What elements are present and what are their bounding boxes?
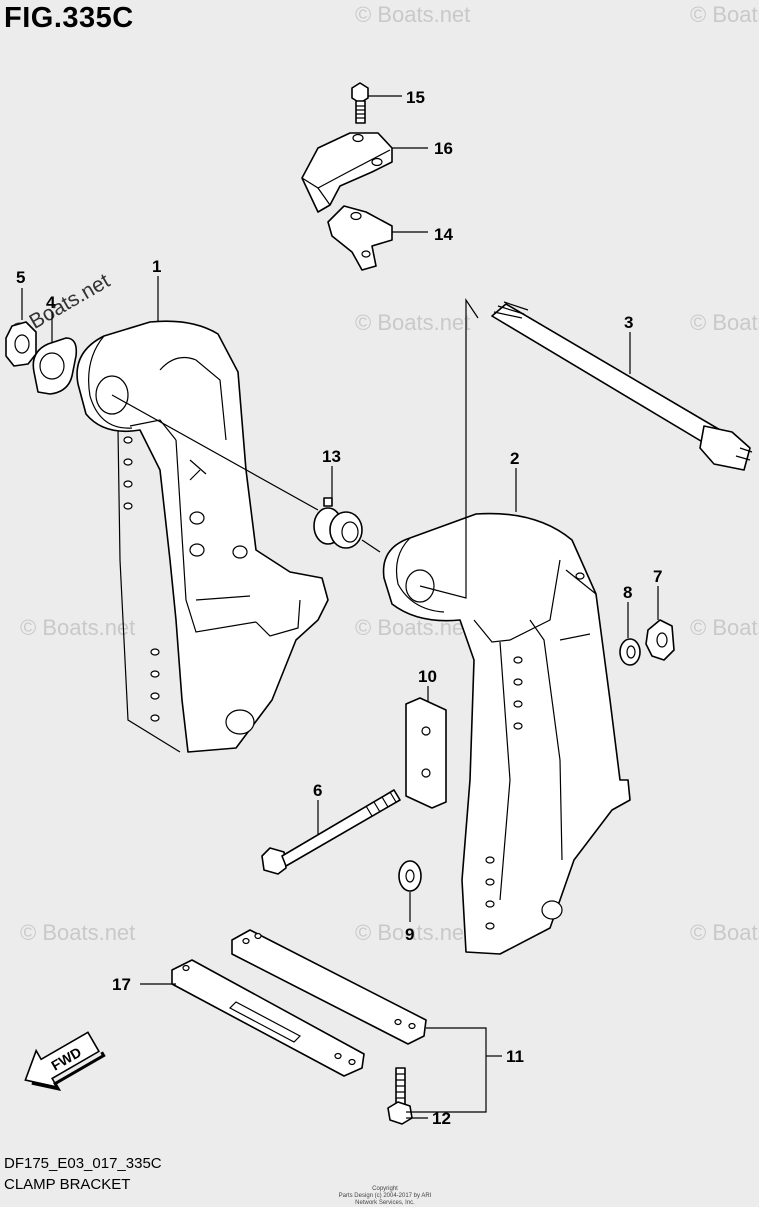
watermark: © Boats.net: [20, 615, 135, 640]
copyright-notice: Copyright Parts Design (c) 2004-2017 by …: [330, 1186, 440, 1207]
part-6-bolt[interactable]: [261, 789, 401, 875]
callout-7: 7: [653, 567, 662, 586]
part-2-clamp-bracket[interactable]: [382, 512, 631, 955]
part-4-gasket[interactable]: [32, 337, 78, 395]
callout-13: 13: [322, 447, 341, 466]
copyright-line-2: Parts Design (c) 2004-2017 by ARI Networ…: [338, 1193, 432, 1206]
watermark: © Boats.net: [20, 920, 135, 945]
figure-title: FIG.335C: [4, 2, 134, 34]
callout-5: 5: [16, 268, 25, 287]
watermark: © Boats.net: [690, 310, 759, 335]
callout-6: 6: [313, 781, 322, 800]
watermark: © Boats.net: [690, 920, 759, 945]
part-16-cover[interactable]: [301, 132, 393, 213]
watermark: © Boats.net: [355, 2, 470, 27]
watermark: © Boats.net: [690, 615, 759, 640]
part-15-bolt[interactable]: [351, 82, 369, 124]
callout-3: 3: [624, 313, 633, 332]
part-3-tilt-tube[interactable]: [491, 301, 753, 471]
part-5-nut[interactable]: [5, 321, 37, 367]
part-13-bushing[interactable]: [313, 497, 363, 549]
copyright-line-1: Copyright: [372, 1186, 398, 1192]
callout-9: 9: [405, 925, 414, 944]
watermark: © Boats.net: [690, 2, 759, 27]
part-1-clamp-bracket[interactable]: [76, 320, 329, 753]
part-12-screw[interactable]: [387, 1067, 413, 1125]
part-14-plate[interactable]: [327, 205, 393, 271]
part-10-plate[interactable]: [405, 697, 447, 809]
part-8-washer[interactable]: [619, 638, 641, 666]
part-11-plate[interactable]: [231, 929, 427, 1045]
figure-name: CLAMP BRACKET: [4, 1176, 131, 1193]
fwd-arrow: FWD: [24, 1031, 106, 1091]
callout-17: 17: [112, 975, 131, 994]
callout-12: 12: [432, 1109, 451, 1128]
part-7-nut[interactable]: [645, 619, 675, 661]
callout-8: 8: [623, 583, 632, 602]
callout-16: 16: [434, 139, 453, 158]
callout-1: 1: [152, 257, 161, 276]
model-code: DF175_E03_017_335C: [4, 1155, 162, 1172]
callout-2: 2: [510, 449, 519, 468]
part-9-washer[interactable]: [398, 860, 422, 892]
watermark: © Boats.net: [355, 310, 470, 335]
callout-14: 14: [434, 225, 453, 244]
leader-lines: [21, 95, 659, 1119]
callout-4: 4: [46, 293, 56, 312]
callout-group: 15 16 14 5 4 1 3 13 2 7 8 10 6 9 17 11 1…: [16, 88, 662, 1128]
callout-10: 10: [418, 667, 437, 686]
callout-11: 11: [506, 1047, 524, 1066]
callout-15: 15: [406, 88, 425, 107]
watermark: © Boats.net: [355, 920, 470, 945]
alignment-lines: [111, 298, 479, 599]
